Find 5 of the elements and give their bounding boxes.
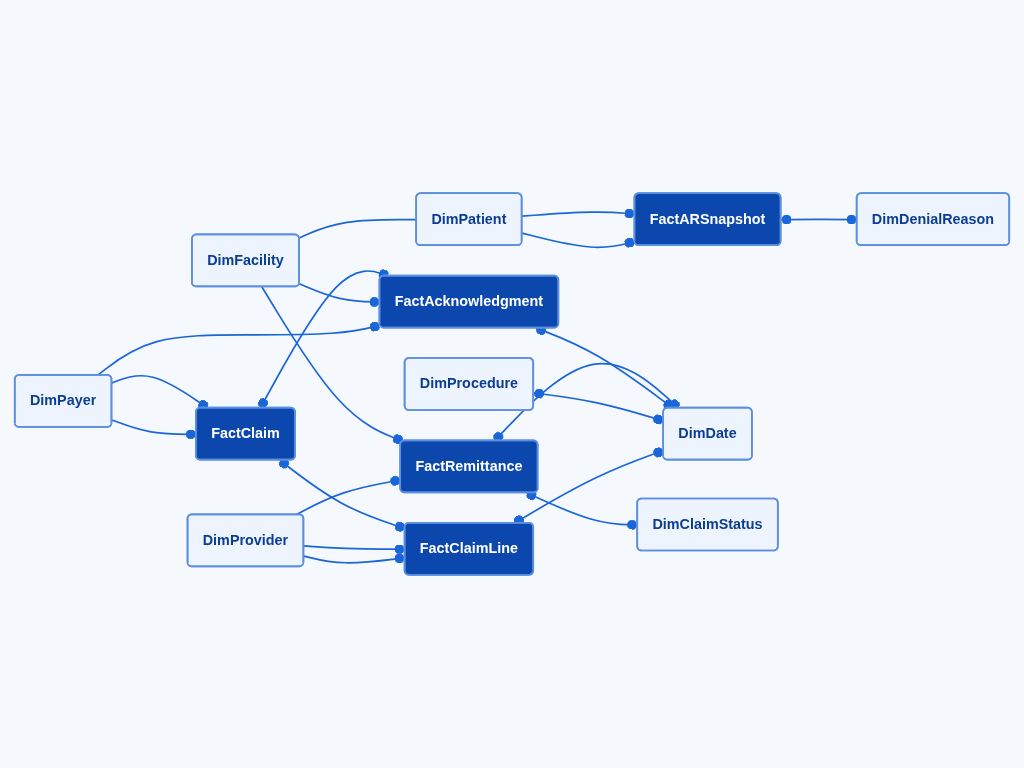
connector bbox=[257, 269, 390, 409]
connector bbox=[521, 232, 636, 249]
connector bbox=[260, 285, 404, 445]
connector bbox=[493, 362, 680, 442]
connector bbox=[278, 458, 406, 532]
